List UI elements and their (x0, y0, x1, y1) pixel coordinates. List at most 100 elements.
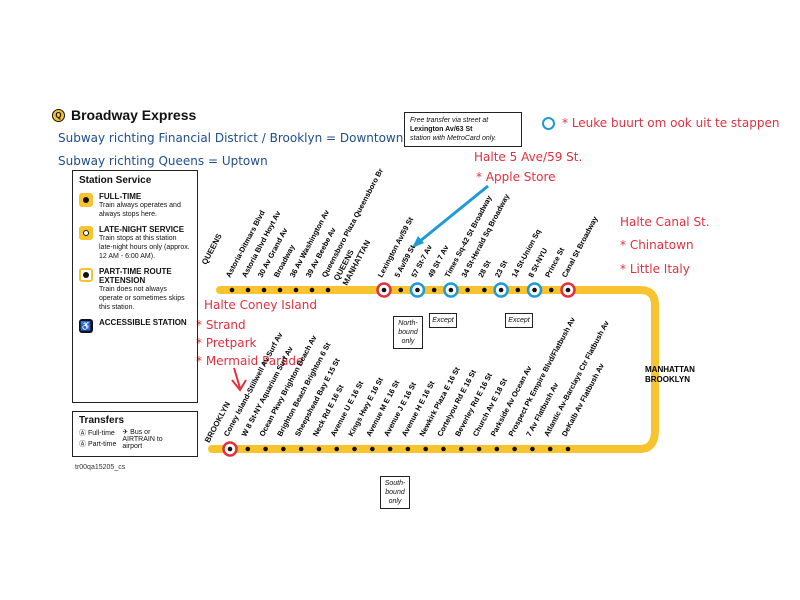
brooklyn-station-dot[interactable] (352, 446, 357, 452)
route-name: Broadway Express (71, 107, 197, 123)
note-uptown: Subway richting Queens = Uptown (58, 154, 268, 168)
legend-label: ACCESSIBLE STATION (99, 318, 187, 327)
legend-title: Station Service (79, 175, 152, 186)
brooklyn-station-dot[interactable] (458, 446, 464, 452)
manhattan-station-label[interactable]: 23 St (493, 258, 510, 278)
late-night-stop-icon (79, 226, 93, 240)
note-little-italy: * Little Italy (620, 262, 690, 276)
queens-station-dot[interactable] (245, 287, 251, 293)
legend-label: LATE-NIGHT SERVICE (99, 225, 185, 234)
note-beach: * Strand (196, 318, 246, 332)
free-transfer-line1: Free transfer via street at (410, 117, 489, 124)
manhattan-station-dot[interactable] (548, 287, 554, 293)
highlight-circle-legend-icon (542, 117, 555, 130)
queens-station-dot[interactable] (293, 287, 299, 293)
pointer-arrowhead-apple (412, 236, 424, 248)
q-route-bullet: Q (52, 108, 65, 122)
northbound-only-note: North-bound only (393, 316, 423, 349)
transfers-legend: Transfers Ⓐ Full-time Ⓐ Part-time ✈ Bus … (72, 411, 198, 457)
brooklyn-station-dot[interactable] (494, 446, 500, 452)
brooklyn-station-dot[interactable] (423, 446, 428, 452)
brooklyn-station-dot[interactable] (370, 446, 375, 452)
boro-brooklyn-label: BROOKLYN (645, 375, 690, 384)
manhattan-station-dot[interactable] (398, 287, 404, 293)
brooklyn-station-dot[interactable] (227, 446, 233, 452)
legend-desc: Train does not always operate or sometim… (99, 286, 185, 311)
brooklyn-station-dot[interactable] (334, 446, 340, 452)
brooklyn-station-dot[interactable] (298, 446, 304, 452)
brooklyn-station-dot[interactable] (281, 446, 286, 452)
legend-label: FULL-TIME (99, 192, 142, 201)
brooklyn-station-dot[interactable] (263, 446, 268, 452)
manhattan-station-label[interactable]: 28 St (476, 258, 493, 278)
transfers-title: Transfers (79, 415, 125, 426)
manhattan-station-dot[interactable] (532, 287, 537, 293)
brooklyn-station-dot[interactable] (316, 446, 322, 452)
brooklyn-station-dot[interactable] (512, 446, 517, 452)
except-note-2: Except (505, 313, 533, 328)
transfer-part-time: Ⓐ Part-time (79, 441, 117, 448)
accessible-icon: ♿ (79, 319, 93, 333)
queens-station-dot[interactable] (229, 287, 235, 293)
note-fifth-ave-title: Halte 5 Ave/59 St. (474, 150, 583, 164)
note-mermaid-parade: * Mermaid Parade (196, 354, 304, 368)
queens-station-dot[interactable] (325, 287, 331, 293)
manhattan-station-dot[interactable] (431, 287, 437, 293)
manhattan-station-dot[interactable] (448, 287, 454, 293)
manhattan-station-dot[interactable] (415, 287, 420, 293)
brooklyn-station-dot[interactable] (530, 446, 535, 452)
manhattan-station-dot[interactable] (515, 287, 521, 293)
queens-station-dot[interactable] (309, 287, 315, 293)
pointer-arrow-coney (233, 367, 241, 389)
legend-desc: Train always operates and always stops h… (99, 202, 181, 218)
transfer-full-time-label: Full-time (87, 430, 115, 437)
note-apple-store: * Apple Store (476, 170, 556, 184)
manhattan-station-dot[interactable] (482, 287, 487, 293)
brooklyn-station-dot[interactable] (547, 446, 553, 452)
manhattan-station-label[interactable]: Canal St Broadway (560, 214, 600, 279)
note-amusement-park: * Pretpark (196, 336, 257, 350)
brooklyn-station-dot[interactable] (565, 446, 571, 452)
free-transfer-note: Free transfer via street at Lexington Av… (404, 112, 522, 147)
brooklyn-station-dot[interactable] (405, 446, 411, 452)
except-note-1: Except (429, 313, 457, 328)
manhattan-station-dot[interactable] (565, 287, 571, 293)
free-transfer-station: Lexington Av/63 St (410, 126, 473, 133)
note-canal-title: Halte Canal St. (620, 215, 710, 229)
brooklyn-station-dot[interactable] (441, 446, 446, 452)
transfer-part-time-label: Part-time (87, 441, 117, 448)
brooklyn-stations: Coney Island-Stillwell Av Surf AvW 8 St-… (222, 315, 611, 457)
brooklyn-station-dot[interactable] (387, 446, 393, 452)
brooklyn-station-dot[interactable] (245, 446, 251, 452)
note-nice-area: * Leuke buurt om ook uit te stappen (562, 116, 780, 130)
map-reference-code: tr00qa15205_cs (75, 464, 126, 471)
pointer-arrow-apple (413, 184, 489, 248)
manhattan-station-dot[interactable] (381, 287, 387, 293)
free-transfer-line3: station with MetroCard only. (410, 135, 497, 142)
queens-station-dot[interactable] (261, 287, 267, 293)
full-time-stop-icon (79, 193, 93, 207)
note-chinatown: * Chinatown (620, 238, 694, 252)
route-line (208, 286, 659, 453)
route-title: Q Broadway Express (52, 107, 196, 123)
legend-accessible: ♿ ACCESSIBLE STATION (79, 318, 191, 333)
manhattan-station-dot[interactable] (465, 287, 470, 293)
transfer-full-time: Ⓐ Full-time (79, 430, 115, 437)
manhattan-station-dot[interactable] (498, 287, 504, 293)
brooklyn-station-dot[interactable] (476, 446, 482, 452)
legend-label: PART-TIME ROUTE EXTENSION (99, 267, 172, 285)
note-coney-title: Halte Coney Island (204, 298, 317, 312)
transfer-bus-label: Bus or AIRTRAIN to airport (122, 429, 163, 450)
note-downtown: Subway richting Financial District / Bro… (58, 131, 404, 145)
queens-station-dot[interactable] (277, 287, 283, 293)
part-time-stop-icon (79, 268, 93, 282)
transfer-bus: ✈ Bus or AIRTRAIN to airport (122, 429, 163, 450)
legend-desc: Train stops at this station late-night h… (99, 235, 190, 260)
pointer-arrowhead-coney (231, 379, 247, 392)
